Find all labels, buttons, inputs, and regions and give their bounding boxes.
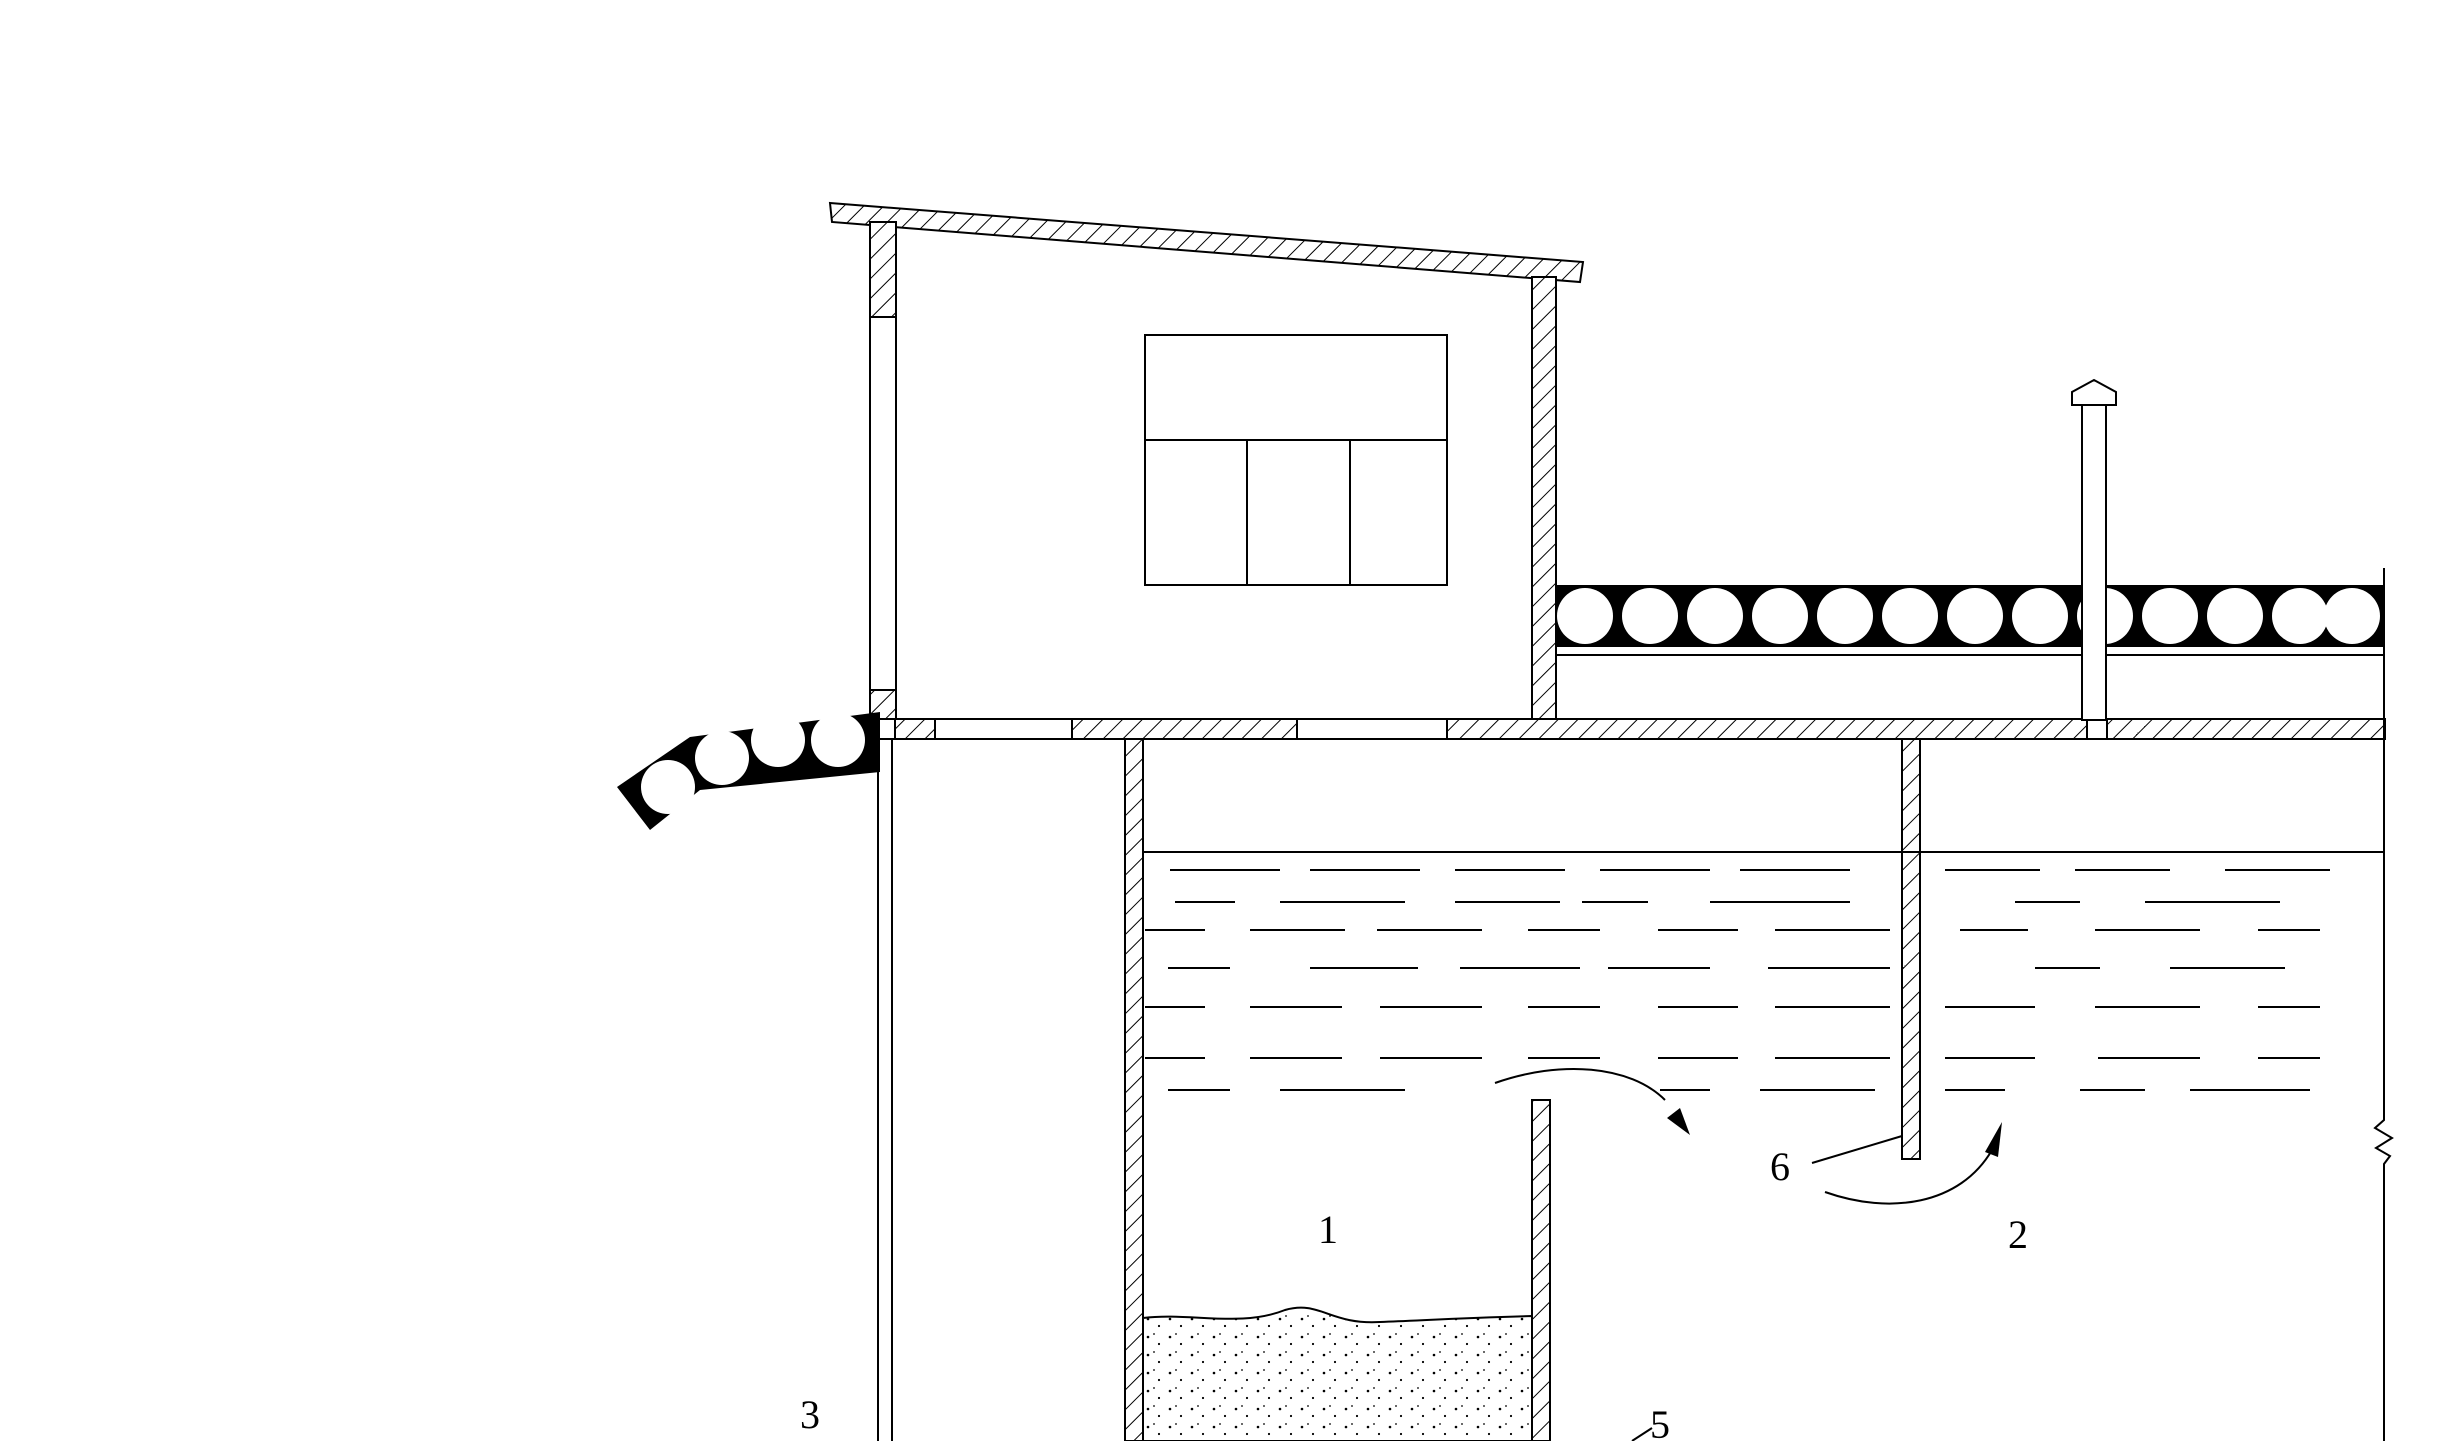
floor-slab (869, 718, 2386, 740)
insulation-left (617, 712, 880, 830)
sediment (1142, 1306, 1533, 1441)
label-1: 1 (1318, 1207, 1338, 1252)
label-6: 6 (1770, 1144, 1790, 1189)
insulation-right (1556, 585, 2384, 656)
room-right-wall (1531, 276, 1557, 720)
window (1144, 334, 1448, 586)
leader-5 (1631, 1427, 1653, 1441)
label-2: 2 (2008, 1212, 2028, 1257)
baffle-wall (1531, 1099, 1551, 1441)
vent-pipe (2071, 378, 2117, 721)
room-left-wall (869, 221, 897, 733)
leader-6 (1811, 1135, 1903, 1164)
tank-left-wall (1124, 738, 1144, 1441)
label-3: 3 (800, 1392, 820, 1437)
label-5: 5 (1650, 1402, 1670, 1441)
flow-arrow-right (1824, 1122, 2002, 1205)
hanging-baffle (1901, 738, 1921, 1160)
roof-slab (828, 201, 1585, 284)
right-boundary (2373, 568, 2394, 1441)
water-surface (1143, 851, 2384, 1091)
left-outer-wall (877, 739, 893, 1441)
flow-arrow-left (1494, 1068, 1690, 1135)
